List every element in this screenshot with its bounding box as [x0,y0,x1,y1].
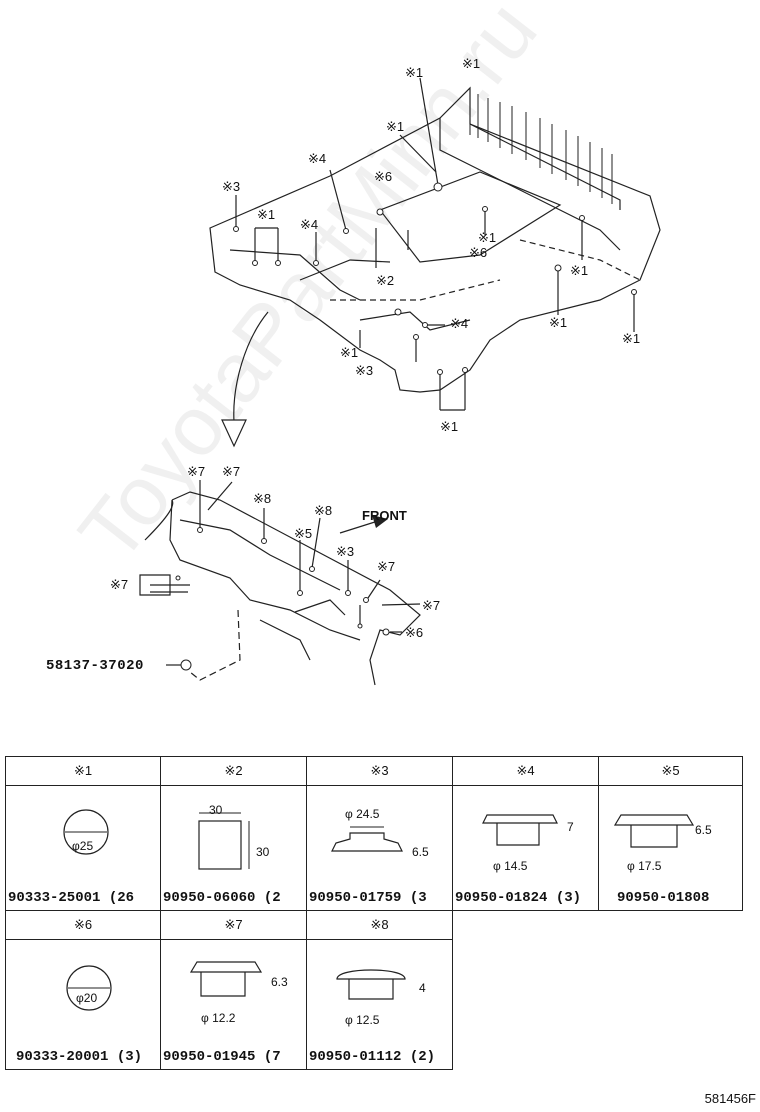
part-number-58137: 58137-37020 [46,658,144,674]
callout-label: ※1 [257,207,276,222]
dimension-label: 6.5 [695,823,712,837]
part-number: 90950-01759 (3 [309,890,427,906]
table-cell: ※8 4 φ 12.5 90950-01112 (2) [306,910,453,1070]
grommet-icon [613,814,695,848]
grommet-icon [189,961,263,997]
dimension-label: φ 17.5 [627,859,662,873]
part-number: 90950-06060 (2 [163,890,281,906]
dimension-label: φ 12.5 [345,1013,380,1027]
cell-header: ※8 [307,911,452,940]
table-cell: ※1 φ25 90333-25001 (26 [5,756,161,911]
callout-label: ※3 [336,544,355,559]
callout-label: ※7 [422,598,441,613]
dimension-label: φ 12.2 [201,1011,236,1025]
part-number: 90950-01112 (2) [309,1049,436,1065]
callout-label: ※6 [374,169,393,184]
callout-label: ※4 [308,151,327,166]
part-number: 90950-01808 [617,890,710,906]
plug-round-icon [66,965,112,1011]
dimension-label: φ 14.5 [493,859,528,873]
arrow-curve [233,311,269,423]
callout-label: ※4 [450,316,469,331]
callout-label: ※1 [622,331,641,346]
cell-header: ※4 [453,757,598,786]
cell-header: ※1 [6,757,160,786]
reference-number: 581456F [704,1091,756,1106]
dimension-label: 4 [419,981,426,995]
grommet-icon [336,969,406,1000]
callout-label: ※1 [440,419,459,434]
callout-label: ※7 [110,577,129,592]
cell-header: ※6 [6,911,160,940]
dimension-label: φ20 [76,991,98,1005]
callout-label: ※2 [376,273,395,288]
part-number: 90333-25001 (26 [8,890,135,906]
square-patch-icon [198,812,250,870]
grommet-icon [482,814,558,846]
dimension-label: φ 24.5 [345,807,380,821]
callout-label: ※7 [222,464,241,479]
part-number: 90950-01945 (7 [163,1049,281,1065]
callout-label: ※6 [405,625,424,640]
front-label: FRONT [362,508,407,523]
grommet-icon [331,826,403,852]
table-cell: ※4 7 φ 14.5 90950-01824 (3) [452,756,599,911]
plug-round-icon [63,809,109,855]
callout-label: ※1 [405,65,424,80]
cell-header: ※2 [161,757,306,786]
table-cell: ※3 φ 24.5 6.5 90950-01759 (3 [306,756,453,911]
arrow-head [221,419,247,448]
dimension-label: 30 [256,845,270,859]
dimension-label: 30 [209,803,223,817]
table-cell: ※2 30 30 90950-06060 (2 [160,756,307,911]
callout-label: ※8 [253,491,272,506]
callout-label: ※1 [340,345,359,360]
callout-label: ※7 [187,464,206,479]
callout-label: ※1 [478,230,497,245]
callout-label: ※1 [386,119,405,134]
callout-label: ※1 [462,56,481,71]
callout-label: ※3 [355,363,374,378]
callout-label: ※1 [549,315,568,330]
callout-label: ※7 [377,559,396,574]
table-cell: ※6 φ20 90333-20001 (3) [5,910,161,1070]
callout-label: ※6 [469,245,488,260]
table-cell: ※7 6.3 φ 12.2 90950-01945 (7 [160,910,307,1070]
cell-header: ※3 [307,757,452,786]
callout-label: ※8 [314,503,333,518]
cell-header: ※7 [161,911,306,940]
part-number: 90950-01824 (3) [455,890,582,906]
dimension-label: 6.3 [271,975,288,989]
dimension-label: 6.5 [412,845,429,859]
cell-header: ※5 [599,757,742,786]
parts-table: ※1 φ25 90333-25001 (26 ※2 30 30 90950-06… [5,756,743,1070]
callout-label: ※3 [222,179,241,194]
dimension-label: φ25 [72,839,94,853]
part-number: 90333-20001 (3) [16,1049,143,1065]
dimension-label: 7 [567,820,574,834]
callout-label: ※1 [570,263,589,278]
parts-diagram [139,77,661,686]
table-cell: ※5 6.5 φ 17.5 90950-01808 [598,756,743,911]
callout-label: ※5 [294,526,313,541]
callout-label: ※4 [300,217,319,232]
